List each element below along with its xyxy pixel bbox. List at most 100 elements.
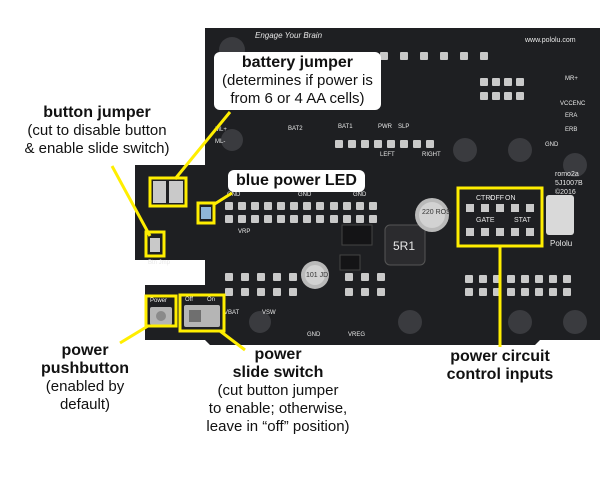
pad (345, 288, 353, 296)
svg-text:ERB: ERB (565, 127, 577, 133)
pad (440, 52, 448, 60)
pad (251, 202, 259, 210)
pad (420, 52, 428, 60)
pad (225, 202, 233, 210)
svg-text:romo2a: romo2a (555, 171, 579, 178)
pad (225, 273, 233, 281)
callout-title: button jumper (43, 104, 151, 121)
inductor (384, 224, 426, 266)
pad (264, 202, 272, 210)
capacitor-small: 101 JD (301, 261, 329, 289)
pad (465, 288, 473, 296)
svg-text:GND: GND (298, 192, 312, 198)
pad (303, 202, 311, 210)
svg-text:GND: GND (545, 142, 559, 148)
svg-text:Off: Off (185, 297, 193, 303)
pad (289, 273, 297, 281)
pad (380, 52, 388, 60)
pad (241, 288, 249, 296)
svg-text:OFF: OFF (490, 195, 504, 202)
svg-text:VRP: VRP (238, 229, 250, 235)
svg-text:SLP: SLP (398, 124, 409, 130)
pad (400, 140, 408, 148)
pad (504, 92, 512, 100)
svg-text:BAT2: BAT2 (288, 126, 303, 132)
pad (563, 288, 571, 296)
callout-desc: & enable slide switch) (24, 140, 170, 157)
pad (361, 288, 369, 296)
callout-title-line2: slide switch (232, 364, 324, 381)
pad (549, 275, 557, 283)
callout-desc: leave in “off” position) (206, 418, 350, 435)
pad (257, 273, 265, 281)
callout-battery-jumper: battery jumper (determines if power is f… (214, 52, 381, 110)
pad (361, 273, 369, 281)
pad (549, 288, 557, 296)
highlight-blue-led (196, 201, 216, 225)
svg-text:STAT: STAT (514, 217, 532, 224)
callout-blue-power-led: blue power LED (228, 170, 365, 192)
callout-desc: (determines if power is (222, 72, 373, 89)
svg-text:VSW: VSW (262, 310, 276, 316)
svg-text:©2016: ©2016 (555, 188, 576, 196)
pad (316, 215, 324, 223)
pad (290, 202, 298, 210)
pad (290, 215, 298, 223)
pad (277, 202, 285, 210)
svg-text:VBAT: VBAT (224, 310, 240, 316)
highlight-pushbutton (144, 294, 178, 328)
svg-text:BAT1: BAT1 (338, 124, 353, 130)
pad (251, 215, 259, 223)
pad (303, 215, 311, 223)
pad (225, 288, 233, 296)
svg-text:220 ROS: 220 ROS (422, 209, 451, 216)
pad (504, 78, 512, 86)
callout-desc: default) (59, 396, 111, 413)
pad (356, 215, 364, 223)
svg-text:VCCENC: VCCENC (560, 101, 586, 107)
svg-text:GND: GND (353, 192, 367, 198)
ic-chip-1 (341, 224, 373, 246)
svg-text:101 JD: 101 JD (306, 272, 328, 279)
pad (480, 52, 488, 60)
pad (316, 202, 324, 210)
power-control-pads (466, 204, 534, 236)
pad (521, 288, 529, 296)
pad (480, 92, 488, 100)
pad (330, 202, 338, 210)
callout-title: battery jumper (241, 54, 354, 71)
pad (516, 78, 524, 86)
pad (426, 140, 434, 148)
svg-text:PWR: PWR (378, 124, 393, 130)
callout-title-line2: pushbutton (41, 360, 129, 377)
callout-power-pushbutton: power pushbutton (enabled by default) (20, 342, 150, 414)
svg-text:GND: GND (227, 192, 241, 198)
pad (465, 275, 473, 283)
callout-desc: from 6 or 4 AA cells) (230, 90, 365, 107)
pad (492, 78, 500, 86)
pad (257, 288, 265, 296)
svg-text:MR+: MR+ (565, 76, 578, 82)
highlight-button-jumper (144, 230, 166, 258)
pad (369, 202, 377, 210)
callout-title: power (254, 346, 302, 363)
svg-text:ON: ON (505, 195, 516, 202)
pad (241, 273, 249, 281)
pad (387, 140, 395, 148)
pad (516, 92, 524, 100)
svg-text:LEFT: LEFT (380, 152, 395, 158)
highlight-slide-switch (178, 293, 226, 333)
pad (507, 288, 515, 296)
pad (343, 202, 351, 210)
callout-title: blue power LED (236, 172, 357, 189)
leader-lines (110, 111, 502, 352)
pad (264, 215, 272, 223)
pad (521, 275, 529, 283)
blue-power-led (201, 207, 211, 219)
pad (343, 215, 351, 223)
pad (225, 215, 233, 223)
callout-title: power circuit (450, 348, 550, 365)
button-jumper-pads (150, 238, 160, 252)
svg-text:ERA: ERA (565, 113, 577, 119)
pad (348, 140, 356, 148)
